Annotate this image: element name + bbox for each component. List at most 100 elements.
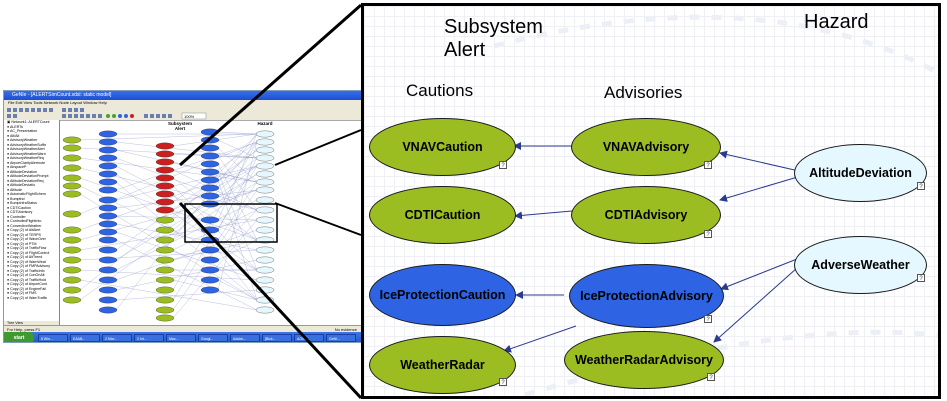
thumb-node[interactable] (200, 184, 220, 192)
thumb-node[interactable] (255, 154, 275, 162)
thumb-node[interactable] (200, 152, 220, 160)
thumb-node[interactable] (155, 216, 175, 224)
tree-item[interactable]: ▣ Network1: ALERTCount (7, 120, 50, 124)
thumb-node[interactable] (155, 226, 175, 234)
zoom-combo[interactable]: 100% (184, 114, 195, 119)
thumb-node[interactable] (200, 176, 220, 184)
thumb-node[interactable] (98, 186, 118, 194)
thumb-node[interactable] (155, 198, 175, 206)
thumb-node[interactable] (62, 256, 82, 264)
thumb-node[interactable] (255, 130, 275, 138)
tree-item[interactable]: ● ConvectiveWeather (7, 223, 42, 228)
node-altitude-deviation[interactable]: AltitudeDeviation (794, 144, 927, 202)
taskbar-task[interactable]: Mac... (166, 334, 196, 342)
tree-item[interactable]: ● Copy (2) of WarnTraffic (7, 295, 48, 300)
thumb-node[interactable] (155, 286, 175, 294)
tree-item[interactable]: ● AdvisoryWeather (7, 138, 38, 142)
taskbar-task[interactable]: Adobe... (230, 334, 260, 342)
thumb-node[interactable] (98, 162, 118, 170)
thumb-node[interactable] (98, 146, 118, 154)
thumb-node[interactable] (98, 130, 118, 138)
thumb-node[interactable] (62, 190, 82, 198)
tree-item[interactable]: ● AltitudeDeviationReq (7, 178, 44, 183)
thumb-node[interactable] (200, 144, 220, 152)
thumb-node[interactable] (62, 246, 82, 254)
tree-item[interactable]: ● AirspaceP (7, 165, 27, 169)
thumb-node[interactable] (98, 196, 118, 204)
tree-item[interactable]: ● AltitudeDeviation (7, 169, 37, 174)
tree-item[interactable]: ● Altitude (7, 187, 22, 192)
thumb-node[interactable] (98, 228, 118, 236)
thumb-node[interactable] (200, 160, 220, 168)
thumb-node[interactable] (62, 164, 82, 172)
thumb-node[interactable] (62, 296, 82, 304)
thumb-node[interactable] (155, 306, 175, 314)
node-vnav-caution[interactable]: VNAVCaution (369, 118, 516, 176)
thumb-node[interactable] (98, 212, 118, 220)
tree-item[interactable]: ● Copy (2) of TrafficInfo (7, 268, 45, 273)
node-cdti-caution[interactable]: CDTICaution (369, 186, 516, 244)
thumb-node[interactable] (255, 196, 275, 204)
thumb-node[interactable] (98, 256, 118, 264)
tree-view-pane[interactable]: ▣ Network1: ALERTCount ● ALERTs ● AC_Pre… (4, 120, 60, 325)
thumb-node[interactable] (155, 150, 175, 158)
tree-item[interactable]: ● AC_Presentation (7, 129, 38, 133)
thumb-node[interactable] (200, 226, 220, 234)
tree-item[interactable]: ● Bumpthd (7, 196, 25, 201)
tree-item[interactable]: ● AdvisoryWeatherReq (7, 156, 44, 160)
node-weather-radar[interactable]: WeatherRadar (369, 336, 516, 394)
thumb-node[interactable] (255, 178, 275, 186)
thumb-node[interactable] (155, 314, 175, 322)
taskbar-task[interactable]: EAAB... (70, 334, 100, 342)
thumb-node[interactable] (62, 266, 82, 274)
thumb-node[interactable] (62, 136, 82, 144)
node-cdti-advisory[interactable]: CDTIAdvisory (571, 186, 721, 244)
thumb-node[interactable] (98, 178, 118, 186)
thumb-node[interactable] (155, 246, 175, 254)
thumb-node[interactable] (62, 144, 82, 152)
node-ice-protection-advisory[interactable]: IceProtectionAdvisory (569, 264, 724, 328)
tree-item[interactable]: ● AdvisoryWeatherWarn (7, 151, 46, 156)
tree-item[interactable]: ● AdvisoryWeatherSuffix (7, 142, 47, 147)
thumb-node[interactable] (200, 192, 220, 200)
tree-item[interactable]: ● AirportClarityAlertnote (7, 160, 46, 165)
tree-item[interactable]: ● Copy (2) of TrafficFlow (7, 246, 47, 250)
thumb-node[interactable] (200, 246, 220, 254)
thumb-node[interactable] (155, 256, 175, 264)
tree-item[interactable]: ● AutomaticFlightSchem (7, 192, 46, 196)
thumb-node[interactable] (155, 276, 175, 284)
taskbar-task[interactable]: GeNI... (326, 334, 356, 342)
thumb-node[interactable] (255, 246, 275, 254)
thumb-node[interactable] (62, 226, 82, 234)
node-ice-protection-caution[interactable]: IceProtectionCaution (369, 264, 516, 326)
taskbar-task[interactable]: 2 Micr... (102, 334, 132, 342)
thumb-node[interactable] (255, 296, 275, 304)
thumb-node[interactable] (155, 166, 175, 174)
thumb-node[interactable] (255, 256, 275, 264)
thumb-node[interactable] (255, 138, 275, 146)
toolbar-icons[interactable]: 100% (4, 106, 364, 120)
tree-item[interactable]: ● Copy (2) of WarnWeat (7, 259, 46, 264)
start-button[interactable]: start (4, 332, 34, 342)
thumb-node[interactable] (155, 142, 175, 150)
thumb-node[interactable] (98, 220, 118, 228)
thumb-node[interactable] (98, 204, 118, 212)
thumb-node[interactable] (200, 128, 220, 136)
thumb-node[interactable] (255, 226, 275, 234)
tree-item[interactable]: ● Copy (2) of ConOnAlt (7, 273, 45, 277)
taskbar-task[interactable]: [Bick... (262, 334, 292, 342)
thumb-node[interactable] (155, 236, 175, 244)
taskbar-task[interactable]: 2 Int... (134, 334, 164, 342)
node-vnav-advisory[interactable]: VNAVAdvisory (571, 118, 721, 176)
taskbar-task[interactable]: Googl... (198, 334, 228, 342)
tree-item[interactable]: ● Copy (2) of FMPAdvisory (7, 264, 51, 268)
tree-view-tab[interactable]: Tree View (4, 320, 59, 325)
thumb-node[interactable] (62, 210, 82, 218)
thumb-node[interactable] (255, 216, 275, 224)
node-weather-radar-advisory[interactable]: WeatherRadarAdvisory (564, 331, 724, 389)
tree-item[interactable]: ● Copy (2) of AltAlert (7, 228, 41, 232)
thumb-node[interactable] (200, 168, 220, 176)
tree-item[interactable]: ● AdvisoryWeatherAlert (7, 147, 45, 151)
thumb-node[interactable] (255, 286, 275, 294)
